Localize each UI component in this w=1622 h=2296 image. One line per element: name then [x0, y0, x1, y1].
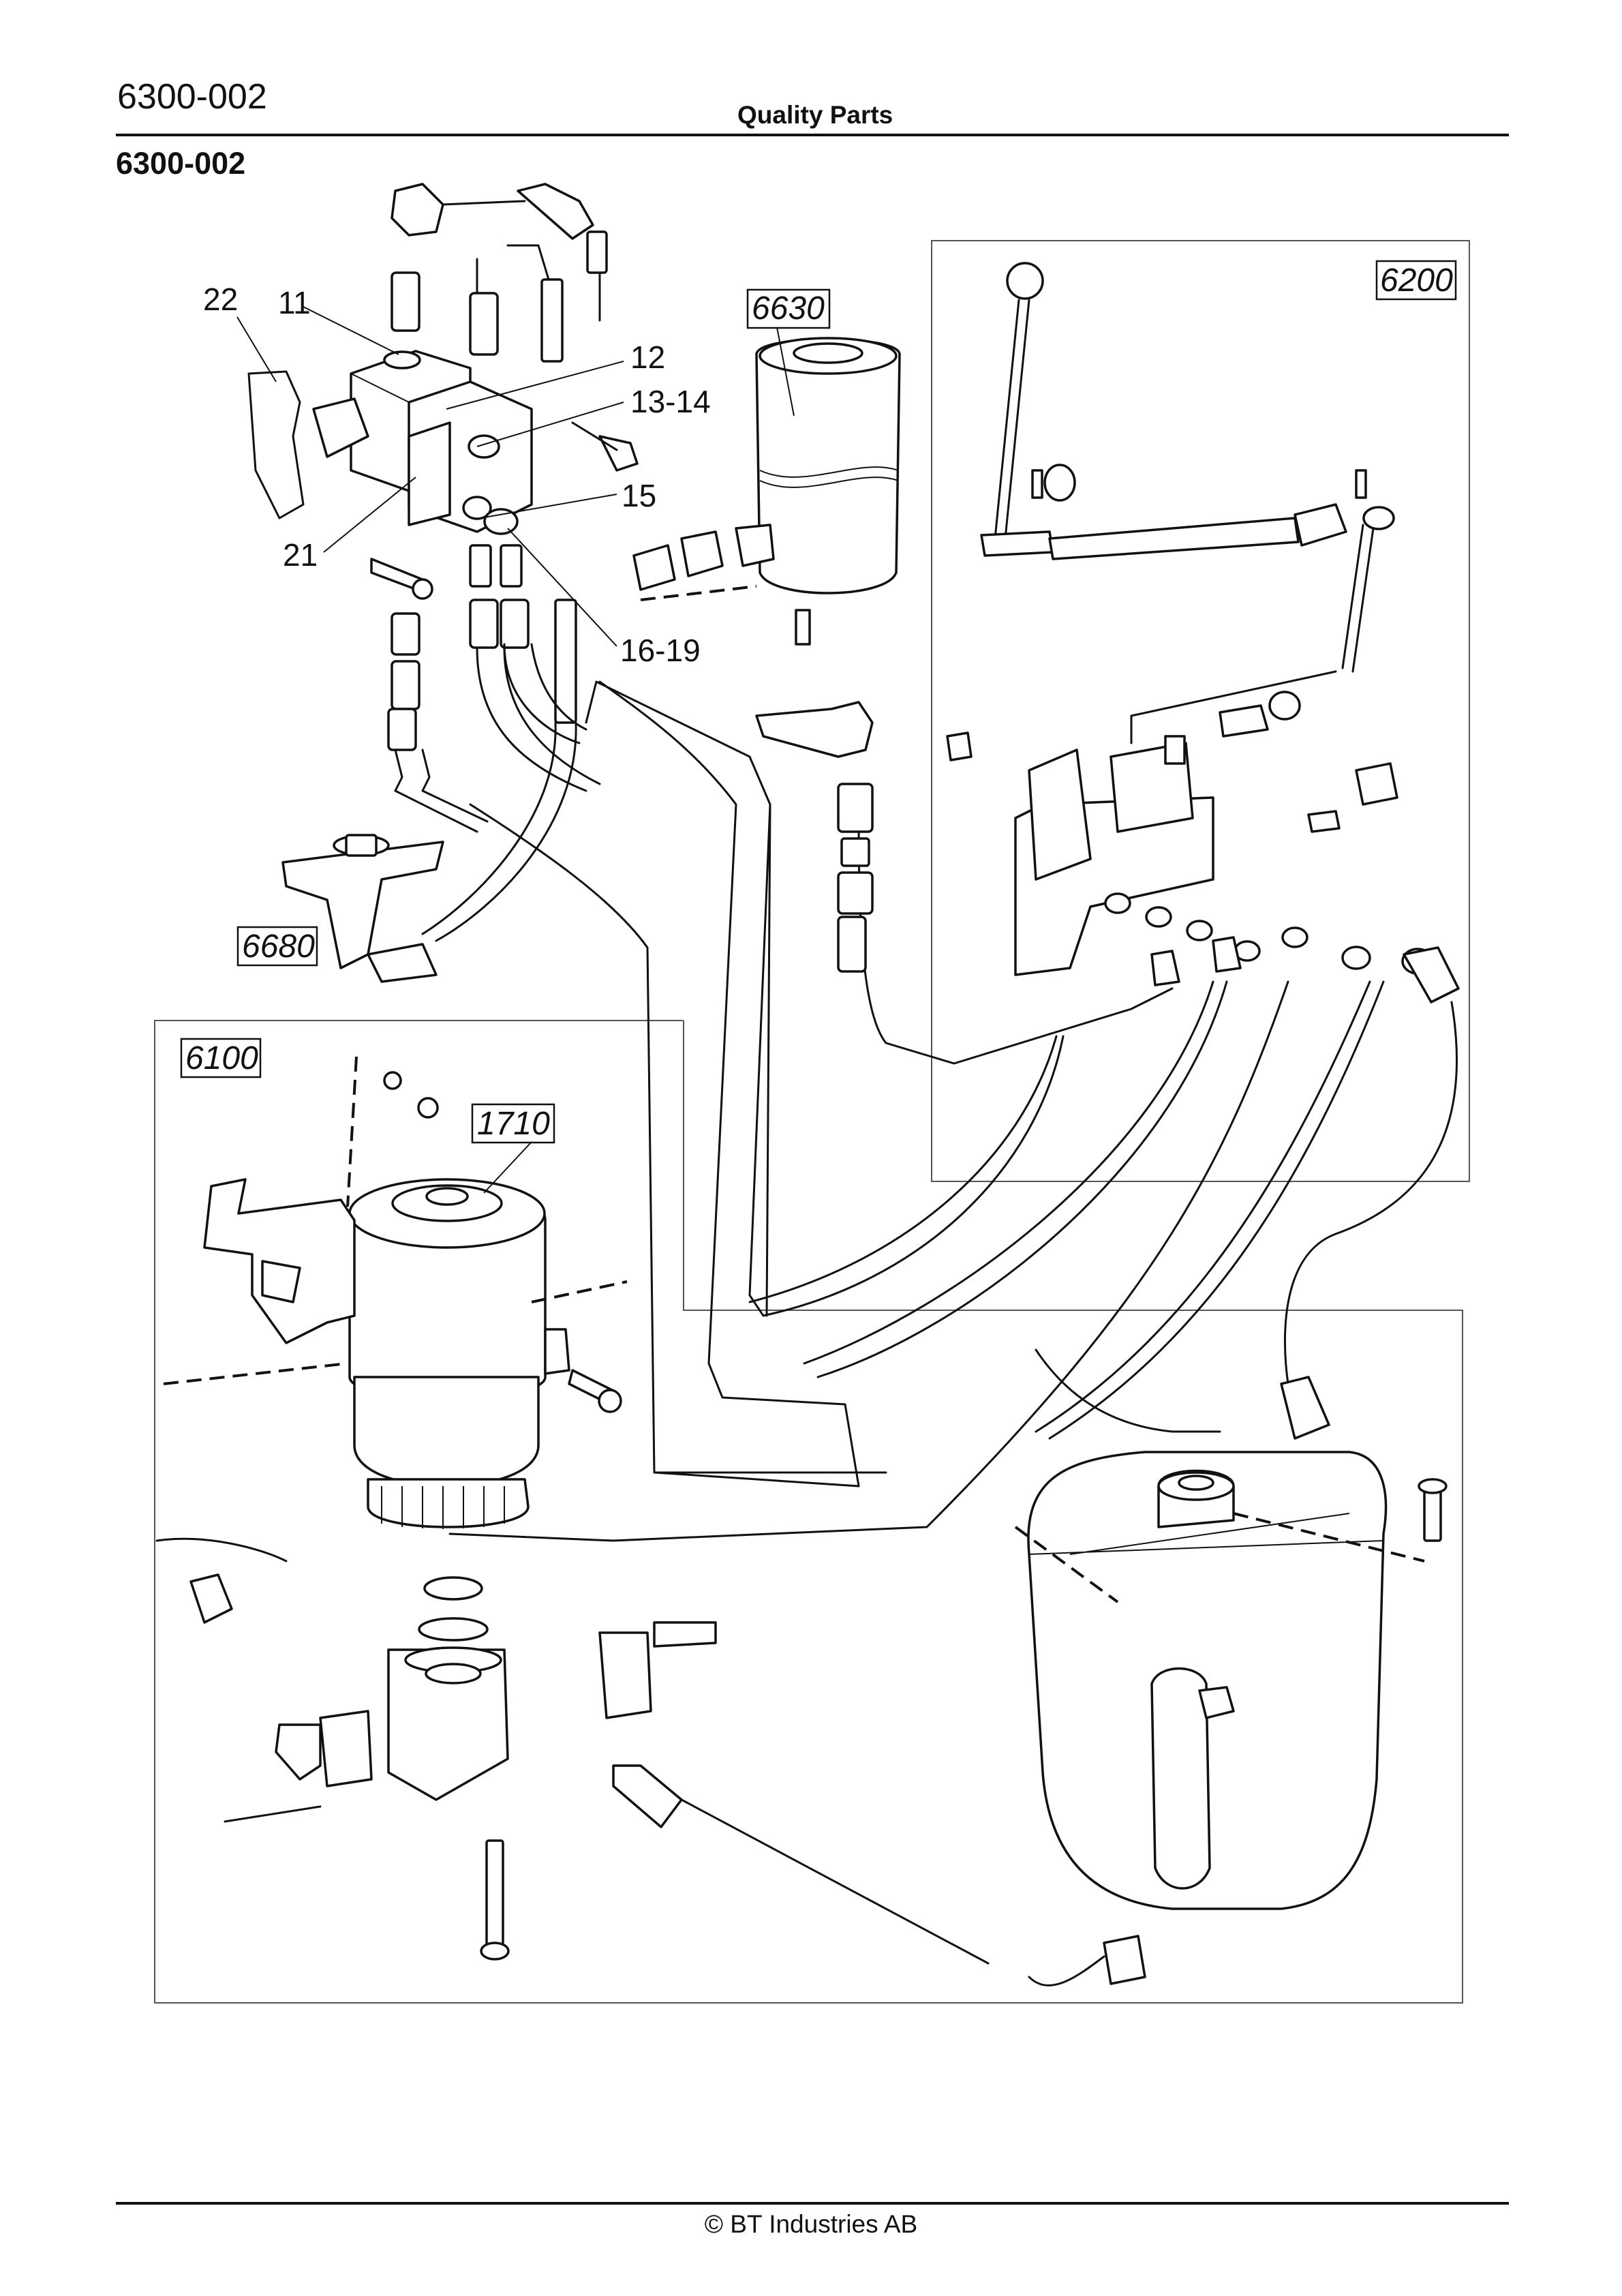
- callout-22: 22: [203, 282, 238, 317]
- callout-21: 21: [283, 537, 318, 573]
- valve-block-assembly: [247, 183, 639, 751]
- reference-6200: 6200: [1375, 260, 1457, 301]
- footer-divider: [116, 2202, 1509, 2205]
- callout-11: 11: [278, 285, 311, 320]
- callout-16-19: 16-19: [620, 633, 701, 668]
- reference-6630-text: 6630: [752, 290, 825, 327]
- diagram-code: 6300-002: [116, 146, 246, 181]
- callout-leaders: [236, 306, 624, 647]
- reference-6630: 6630: [746, 288, 831, 329]
- header-divider: [116, 134, 1509, 136]
- reference-6200-text: 6200: [1380, 262, 1453, 299]
- reference-6680: 6680: [236, 926, 318, 967]
- hydraulic-hoses: [155, 643, 1458, 1965]
- callout-12: 12: [630, 339, 665, 375]
- callout-15: 15: [622, 478, 656, 513]
- reference-1710: 1710: [471, 1103, 555, 1144]
- group-frame-6100: [154, 1020, 1463, 2004]
- return-filter-6630: [632, 337, 901, 646]
- group-frame-6200: [931, 240, 1470, 1182]
- gear-pump: [189, 1573, 717, 1961]
- document-title: Quality Parts: [737, 101, 893, 129]
- document-code: 6300-002: [117, 77, 267, 117]
- reference-1710-text: 1710: [477, 1106, 550, 1142]
- pump-motor-1710: [163, 1056, 628, 1529]
- valve-6680: [281, 834, 444, 983]
- control-valve-6200: [946, 262, 1460, 1003]
- reference-6680-text: 6680: [242, 928, 315, 965]
- reference-6100-text: 6100: [185, 1040, 258, 1076]
- callout-13-14: 13-14: [630, 384, 711, 419]
- footer-copyright: © BT Industries AB: [704, 2210, 918, 2238]
- reference-6100: 6100: [180, 1038, 262, 1078]
- hydraulic-oil-tank: [1014, 1376, 1448, 1987]
